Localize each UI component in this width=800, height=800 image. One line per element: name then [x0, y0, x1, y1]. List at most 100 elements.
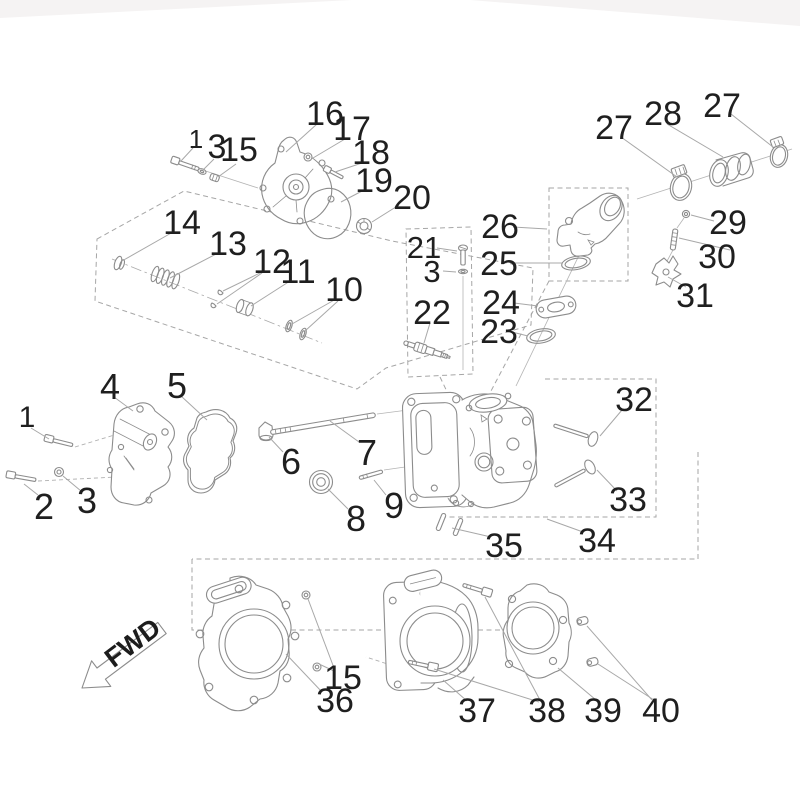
part-bolt-18 — [322, 165, 344, 180]
callout-1a: 1 — [189, 124, 203, 154]
callout-1b: 1 — [19, 401, 36, 434]
callout-23: 23 — [480, 313, 518, 351]
part-spring-retainer-14 — [113, 255, 126, 271]
callout-2: 2 — [34, 486, 54, 527]
part-insulator-spacer-24 — [535, 295, 577, 319]
callout-39: 39 — [584, 692, 622, 730]
callout-21: 21 — [407, 230, 441, 265]
fwd-label: FWD — [99, 612, 166, 673]
callout-28: 28 — [644, 95, 682, 133]
callout-19: 19 — [355, 162, 393, 200]
part-dowels-40 — [576, 616, 599, 667]
part-washer-3c — [53, 466, 65, 478]
part-spark-plug-22 — [403, 340, 451, 359]
part-valve-cotters-12 — [210, 289, 224, 309]
part-washers-15b — [301, 590, 322, 672]
part-bolts-38 — [407, 583, 494, 673]
fwd-arrow — [81, 621, 167, 689]
callout-26: 26 — [481, 208, 519, 246]
part-valve-32 — [553, 423, 599, 447]
callout-34: 34 — [578, 522, 616, 560]
callout-33: 33 — [609, 481, 647, 519]
leader-lines — [23, 113, 774, 703]
callout-25: 25 — [480, 245, 518, 283]
part-clamp-27b — [769, 136, 789, 168]
part-head-cover-4 — [106, 402, 175, 506]
callout-12: 12 — [253, 243, 291, 281]
part-bolt-2 — [5, 470, 37, 482]
callout-40: 40 — [642, 692, 680, 730]
part-long-stud-7 — [270, 412, 376, 435]
callout-9: 9 — [384, 485, 404, 526]
callout-22: 22 — [413, 294, 451, 332]
part-bearing-8 — [308, 469, 334, 495]
part-clamp-27a — [669, 164, 693, 201]
part-nut-15a — [209, 173, 220, 183]
part-cylinder-head-34 — [401, 391, 538, 509]
callout-30: 30 — [698, 238, 736, 276]
valve-parts-box — [94, 190, 534, 390]
callout-4: 4 — [100, 366, 120, 407]
corner-shade-left — [0, 0, 352, 18]
outer-region-dash — [192, 452, 699, 560]
part-base-gasket-39 — [502, 583, 572, 679]
callout-20: 20 — [393, 179, 431, 217]
callout-29: 29 — [709, 204, 747, 242]
manifold-box — [548, 187, 629, 282]
callout-3a: 3 — [208, 128, 227, 166]
callout-27b: 27 — [703, 87, 741, 125]
part-spring-seat-11 — [235, 298, 254, 317]
part-dowel-pins-35 — [435, 512, 464, 537]
part-valve-seals-10 — [285, 319, 307, 341]
callout-27a: 27 — [595, 109, 633, 147]
part-nut-29 — [681, 209, 691, 219]
page-background — [0, 0, 800, 26]
manifold-connector-dash — [490, 280, 550, 392]
callout-15a: 15 — [220, 131, 258, 169]
part-cylinder-37 — [383, 569, 479, 693]
part-deflector-31 — [651, 255, 682, 288]
part-bolt-1b — [43, 433, 74, 447]
callout-36: 36 — [316, 682, 354, 720]
part-gasket-23 — [526, 328, 556, 344]
callout-31: 31 — [676, 277, 714, 315]
callout-3b: 3 — [423, 254, 440, 289]
part-short-stud-9 — [358, 469, 384, 480]
callout-32: 32 — [615, 381, 653, 419]
callout-11: 11 — [280, 253, 315, 291]
part-nut-17 — [303, 152, 313, 162]
callout-18: 18 — [352, 134, 390, 172]
callout-10: 10 — [325, 271, 363, 309]
part-valve-spring-13 — [150, 265, 181, 290]
part-pump-gasket-19 — [303, 187, 352, 240]
group-boxes — [94, 187, 699, 631]
part-washer-3a — [197, 168, 207, 175]
callout-8: 8 — [346, 498, 366, 539]
part-oring-25 — [561, 255, 591, 271]
callout-labels: 1 3 15 16 17 18 19 20 14 13 12 11 10 21 … — [19, 87, 747, 730]
part-bolt-1a — [170, 155, 200, 172]
callout-17: 17 — [333, 110, 371, 148]
callout-38: 38 — [528, 692, 566, 730]
part-water-pump-cover-16 — [259, 136, 335, 225]
part-stud-30 — [669, 228, 679, 251]
part-head-gasket-36 — [195, 575, 300, 712]
corner-shade-right — [470, 0, 800, 26]
callout-24: 24 — [482, 284, 520, 322]
part-intake-manifold-26 — [556, 192, 625, 257]
callout-14: 14 — [163, 204, 201, 242]
part-valve-33 — [554, 459, 596, 488]
callout-16: 16 — [306, 95, 344, 133]
part-joint-sleeve-28 — [709, 152, 754, 187]
part-cover-gasket-5 — [183, 409, 238, 494]
callout-6: 6 — [281, 441, 301, 482]
part-washer-3b — [457, 268, 469, 275]
callout-37: 37 — [458, 692, 496, 730]
part-cap-nut-6 — [258, 421, 274, 442]
callout-5: 5 — [167, 365, 187, 406]
spark-plug-box — [405, 226, 474, 378]
part-screw-21 — [457, 244, 469, 266]
parts-artwork — [5, 136, 789, 712]
